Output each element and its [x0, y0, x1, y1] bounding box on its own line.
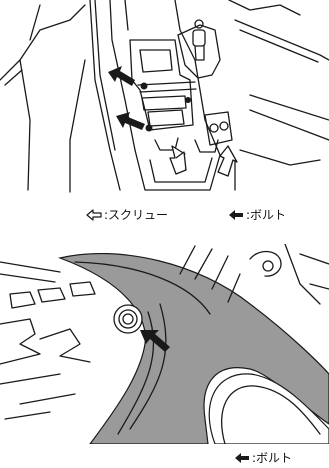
solid-arrow-left-icon — [235, 452, 249, 463]
console-line-drawing — [0, 0, 329, 193]
screw-arrow-2 — [217, 145, 238, 177]
legend-bolt-label: :ボルト — [246, 208, 287, 222]
legend-screw-label: :スクリュー — [104, 208, 169, 222]
legend-bolt-bottom-label: :ボルト — [252, 451, 293, 465]
legend-bolt-bottom: :ボルト — [234, 449, 292, 466]
bolt-arrow-3 — [140, 330, 170, 352]
panel-line-drawing — [0, 244, 329, 444]
bolt-arrow-2 — [116, 112, 145, 130]
hollow-arrow-left-icon — [86, 208, 102, 221]
console-illustration-top — [0, 0, 329, 200]
screw-arrow-marks — [169, 145, 238, 177]
legend-screw: :スクリュー — [86, 206, 168, 223]
solid-arrow-left-icon — [229, 209, 243, 220]
bolt-arrow-1 — [108, 66, 135, 86]
bolt-arrow-marks — [108, 66, 145, 130]
panel-illustration-bottom — [0, 244, 329, 444]
legend-bolt: :ボルト — [228, 206, 286, 223]
